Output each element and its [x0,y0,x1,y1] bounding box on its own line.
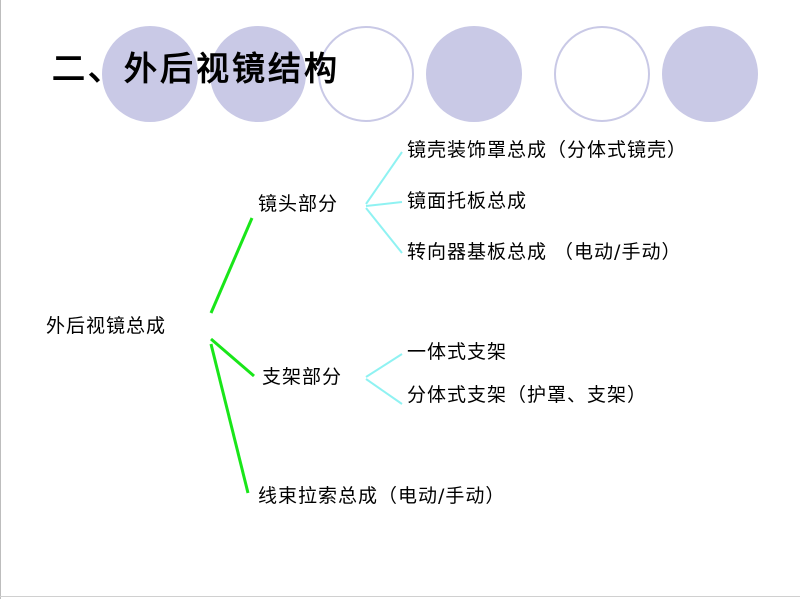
connector-root-bracket [210,337,255,378]
connector-root-head [209,217,254,314]
bracket-item-1: 一体式支架 [407,341,508,363]
tree-root: 外后视镜总成 [46,315,167,337]
head-item-1: 镜壳装饰罩总成（分体式镜壳） [407,139,688,161]
slide-title: 二、外后视镜结构 [52,49,340,88]
connector-bracket-item-1 [365,353,403,378]
left-border [0,0,1,599]
connector-bracket-item-2 [365,378,403,405]
bracket-item-2: 分体式支架（护罩、支架） [407,384,648,406]
connector-head-item-1 [365,151,403,205]
decor-circle-6 [662,26,758,122]
decor-circle-1 [102,26,198,122]
connector-root-cable [209,343,250,494]
branch-bracket-label: 支架部分 [262,366,343,388]
head-item-2: 镜面托板总成 [407,190,528,212]
decor-circle-5 [554,26,650,122]
decor-circle-4 [426,26,522,122]
connector-head-item-2 [365,201,403,207]
bottom-border [0,596,800,597]
decor-circle-3 [318,26,414,122]
branch-cable-label: 线束拉索总成（电动/手动） [258,485,506,507]
branch-head-label: 镜头部分 [258,193,339,215]
decor-circle-2 [210,26,306,122]
head-item-3: 转向器基板总成 （电动/手动） [407,241,682,263]
connector-head-item-3 [365,207,403,254]
